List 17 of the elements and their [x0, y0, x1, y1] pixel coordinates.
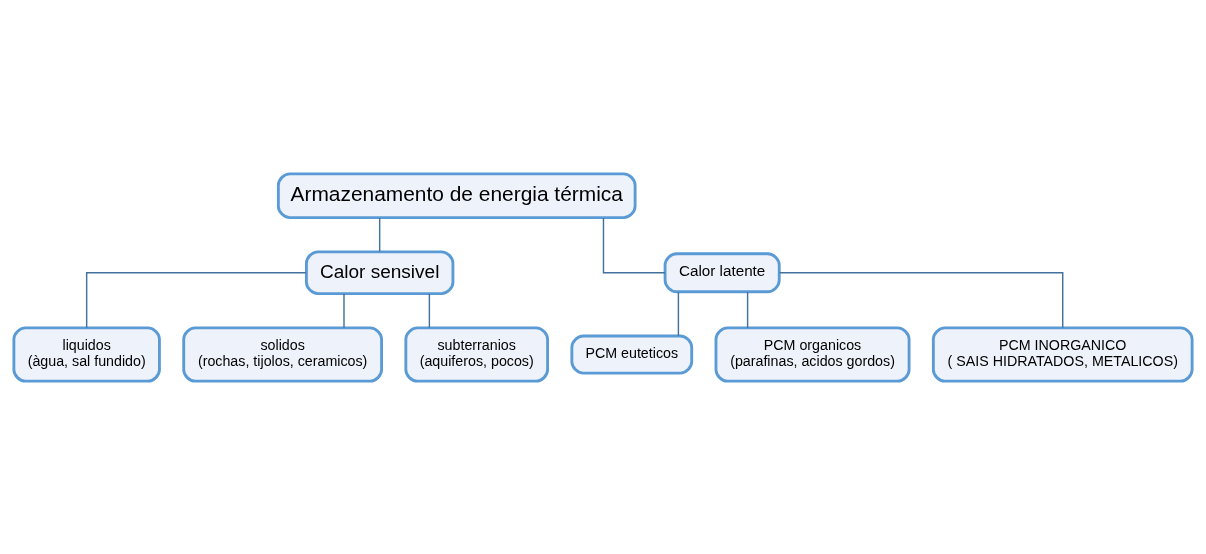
connector	[746, 290, 749, 329]
connector	[85, 271, 307, 328]
node-box: PCM INORGANICO ( SAIS HIDRATADOS, METALICOS)	[931, 326, 1194, 383]
connector	[778, 271, 1064, 328]
node-box: Calor latente	[663, 251, 781, 293]
connector	[677, 290, 680, 337]
node-box: PCM organicos (parafinas, acidos gordos)	[714, 326, 911, 383]
node-box: solidos (rochas, tijolos, ceramicos)	[182, 326, 383, 383]
node-box: Calor sensivel	[305, 249, 455, 295]
connector	[343, 292, 345, 328]
node-box: Armazenamento de energia térmica	[276, 171, 637, 219]
node-box: PCM euteticos	[570, 334, 694, 375]
connector	[428, 292, 431, 328]
node-box: subterranios (aquiferos, pocos)	[404, 326, 549, 383]
node-box: liquidos (àgua, sal fundido)	[12, 326, 161, 383]
connector	[602, 216, 666, 273]
connector	[378, 216, 381, 252]
